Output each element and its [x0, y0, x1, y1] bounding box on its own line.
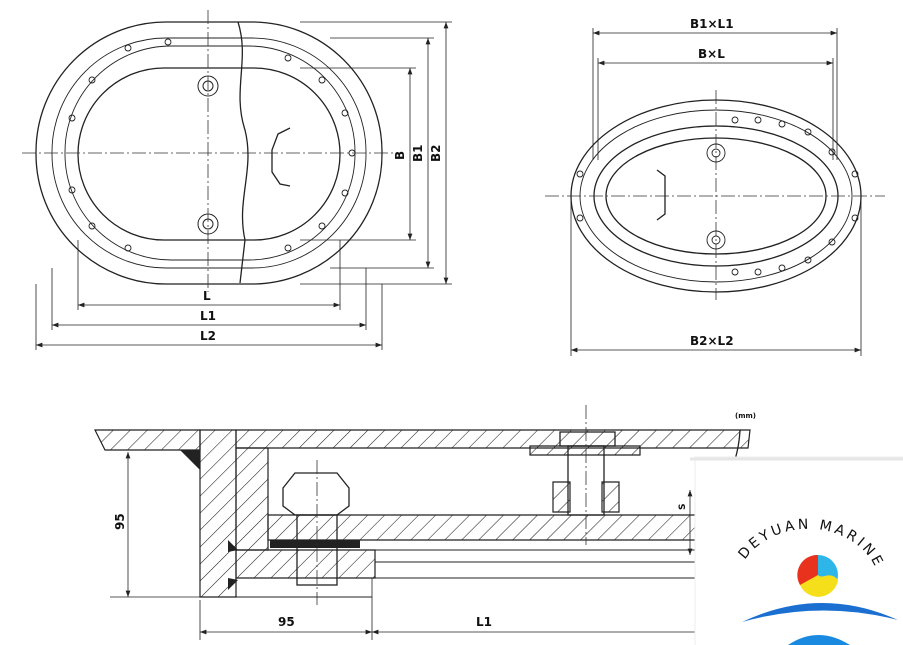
dim-B2: B2 [429, 145, 443, 163]
dim-L1: L1 [200, 309, 216, 323]
section-view: 95 95 L1 S (mm) [94, 405, 756, 640]
handle-icon [271, 127, 291, 187]
elliptical-view: B1×L1 B×L B2×L2 [545, 17, 885, 356]
dim-height-95: 95 [113, 513, 127, 530]
deyuan-marine-logo: DEYUAN MARINE [690, 456, 903, 645]
dim-B2xL2: B2×L2 [690, 334, 734, 348]
dim-width-95: 95 [278, 615, 295, 629]
dim-L: L [203, 289, 211, 303]
plan-view: L L1 L2 B B1 B2 [22, 10, 452, 350]
dim-L2: L2 [200, 329, 216, 343]
dim-B1xL1: B1×L1 [690, 17, 734, 31]
dim-S: S [678, 504, 688, 510]
dim-BxL: B×L [698, 47, 725, 61]
unit-label: (mm) [735, 412, 756, 420]
bolt-holes [68, 38, 356, 252]
hinge-bolts [197, 75, 219, 235]
dim-L1-section: L1 [476, 615, 492, 629]
dim-B1: B1 [411, 145, 425, 163]
dim-B: B [393, 151, 407, 160]
